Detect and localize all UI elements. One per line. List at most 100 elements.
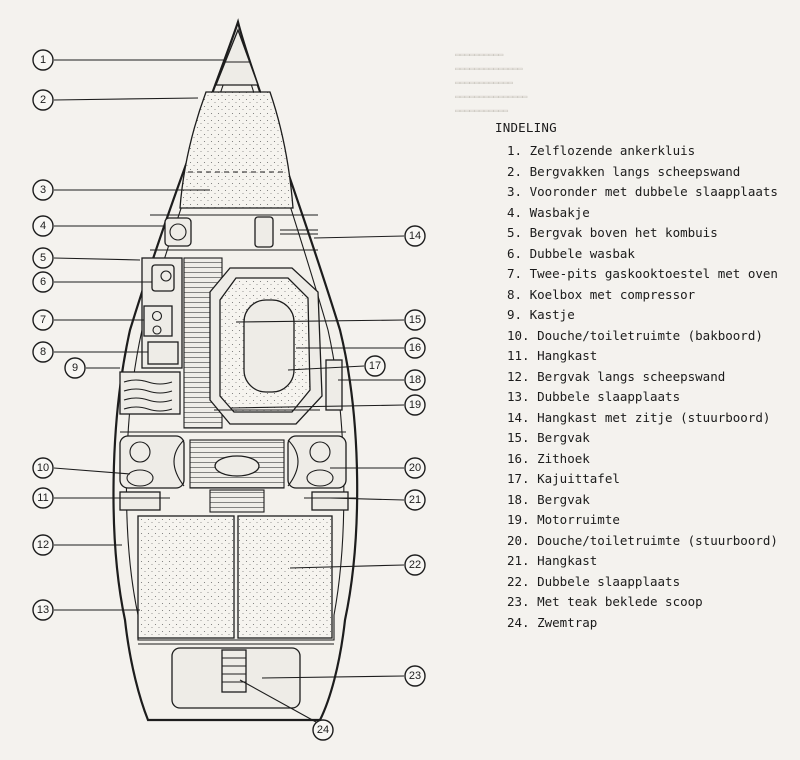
legend-item: 2. Bergvakken langs scheepswand [507, 163, 741, 179]
callout-13: 13 [32, 599, 54, 621]
legend-item: 7. Twee-pits gaskooktoestel met oven [507, 266, 778, 281]
wood-grain [123, 379, 173, 412]
callout-11: 11 [32, 487, 54, 509]
washbasin-port [126, 469, 154, 487]
starboard-locker [325, 359, 343, 411]
svg-text:22: 22 [409, 559, 421, 571]
bleed-through-text: ▭▭▭▭▭▭▭▭▭▭▭▭▭▭▭▭▭▭▭▭▭▭▭▭▭▭▭▭▭▭▭▭▭▭▭▭▭▭▭▭… [455, 50, 528, 115]
svg-text:15: 15 [409, 314, 421, 326]
toilet-port [129, 441, 151, 463]
svg-text:12: 12 [37, 539, 49, 551]
svg-text:19: 19 [409, 399, 421, 411]
legend-item: 9. Kastje [507, 307, 575, 322]
callout-16: 16 [404, 337, 426, 359]
svg-text:7: 7 [40, 314, 46, 326]
svg-text:20: 20 [409, 462, 421, 474]
legend-item: 18. Bergvak [507, 491, 590, 507]
burner [152, 325, 162, 335]
callout-8: 8 [32, 341, 54, 363]
callout-24: 24 [312, 719, 334, 741]
callout-2: 2 [32, 89, 54, 111]
svg-text:21: 21 [409, 494, 421, 506]
washbasin-starboard [306, 469, 334, 487]
svg-text:23: 23 [409, 670, 421, 682]
legend-item: 5. Bergvak boven het kombuis [507, 225, 718, 240]
callout-12: 12 [32, 534, 54, 556]
fridge-box [147, 341, 179, 365]
callout-9: 9 [64, 357, 86, 379]
door-swing-starboard [287, 439, 299, 487]
svg-text:16: 16 [409, 342, 421, 354]
legend-item: 20. Douche/toiletruimte (stuurboord) [507, 532, 778, 548]
callout-3: 3 [32, 179, 54, 201]
svg-text:10: 10 [37, 462, 49, 474]
svg-text:11: 11 [37, 492, 48, 504]
callout-15: 15 [404, 309, 426, 331]
legend-item: 24. Zwemtrap [507, 614, 598, 630]
legend-item: 6. Dubbele wasbak [507, 245, 635, 261]
svg-text:8: 8 [40, 346, 46, 358]
gas-cooker [143, 305, 173, 337]
aft-passage [209, 489, 265, 513]
legend-item: 3. Vooronder met dubbele slaapplaats [507, 184, 778, 199]
svg-text:6: 6 [40, 276, 46, 288]
svg-text:18: 18 [409, 374, 421, 386]
companionway-step [214, 455, 260, 477]
svg-text:4: 4 [40, 220, 46, 232]
legend-item: 1. Zelflozende ankerkluis [507, 143, 696, 158]
svg-text:13: 13 [37, 604, 49, 616]
callout-20: 20 [404, 457, 426, 479]
basin-bowl [169, 223, 187, 241]
svg-text:14: 14 [409, 230, 421, 242]
callout-18: 18 [404, 369, 426, 391]
legend-item: 13. Dubbele slaapplaats [507, 389, 681, 404]
legend-item: 10. Douche/toiletruimte (bakboord) [507, 327, 763, 343]
swim-ladder [221, 649, 247, 693]
svg-text:9: 9 [72, 362, 78, 374]
callout-22: 22 [404, 554, 426, 576]
callout-17: 17 [364, 355, 386, 377]
leader-lines [53, 59, 405, 723]
callout-19: 19 [404, 394, 426, 416]
burner [151, 310, 163, 322]
forepeak-berth [179, 91, 294, 209]
callout-5: 5 [32, 247, 54, 269]
legend-item: 8. Koelbox met compressor [507, 286, 696, 302]
callout-21: 21 [404, 489, 426, 511]
heads-port [119, 435, 185, 489]
legend-item: 23. Met teak beklede scoop [507, 594, 703, 609]
callout-6: 6 [32, 271, 54, 293]
callout-7: 7 [32, 309, 54, 331]
legend-item: 22. Dubbele slaapplaats [507, 573, 681, 589]
legend-title: INDELING [495, 120, 557, 135]
legend-item: 11. Hangkast [507, 348, 598, 363]
hanging-locker-starboard [311, 491, 349, 511]
sink-drain [160, 270, 172, 282]
saloon-table [243, 299, 295, 393]
door-swing-port [173, 439, 185, 487]
legend-list: 1. Zelflozende ankerkluis 2. Bergvakken … [495, 141, 795, 633]
callout-23: 23 [404, 665, 426, 687]
legend-item: 16. Zithoek [507, 450, 590, 466]
aft-berth-port [137, 515, 235, 639]
svg-text:17: 17 [369, 360, 381, 372]
callout-10: 10 [32, 457, 54, 479]
legend-item: 15. Bergvak [507, 430, 590, 445]
hanging-locker-seat [254, 216, 274, 248]
svg-text:3: 3 [40, 184, 46, 196]
callout-14: 14 [404, 225, 426, 247]
legend: INDELING 1. Zelflozende ankerkluis 2. Be… [495, 120, 795, 633]
toilet-starboard [309, 441, 331, 463]
hanging-locker-port [119, 491, 161, 511]
svg-text:2: 2 [40, 94, 46, 106]
aft-berth-starboard [237, 515, 333, 639]
legend-item: 12. Bergvak langs scheepswand [507, 368, 726, 384]
callout-4: 4 [32, 215, 54, 237]
hand-basin [164, 217, 192, 247]
legend-item: 21. Hangkast [507, 553, 598, 568]
yacht-layout-plan: 1 2 3 4 5 6 7 8 9 10 11 12 13 14 15 16 1… [32, 18, 426, 741]
legend-item: 19. Motorruimte [507, 512, 620, 527]
legend-item: 4. Wasbakje [507, 204, 590, 220]
svg-text:5: 5 [40, 252, 46, 264]
